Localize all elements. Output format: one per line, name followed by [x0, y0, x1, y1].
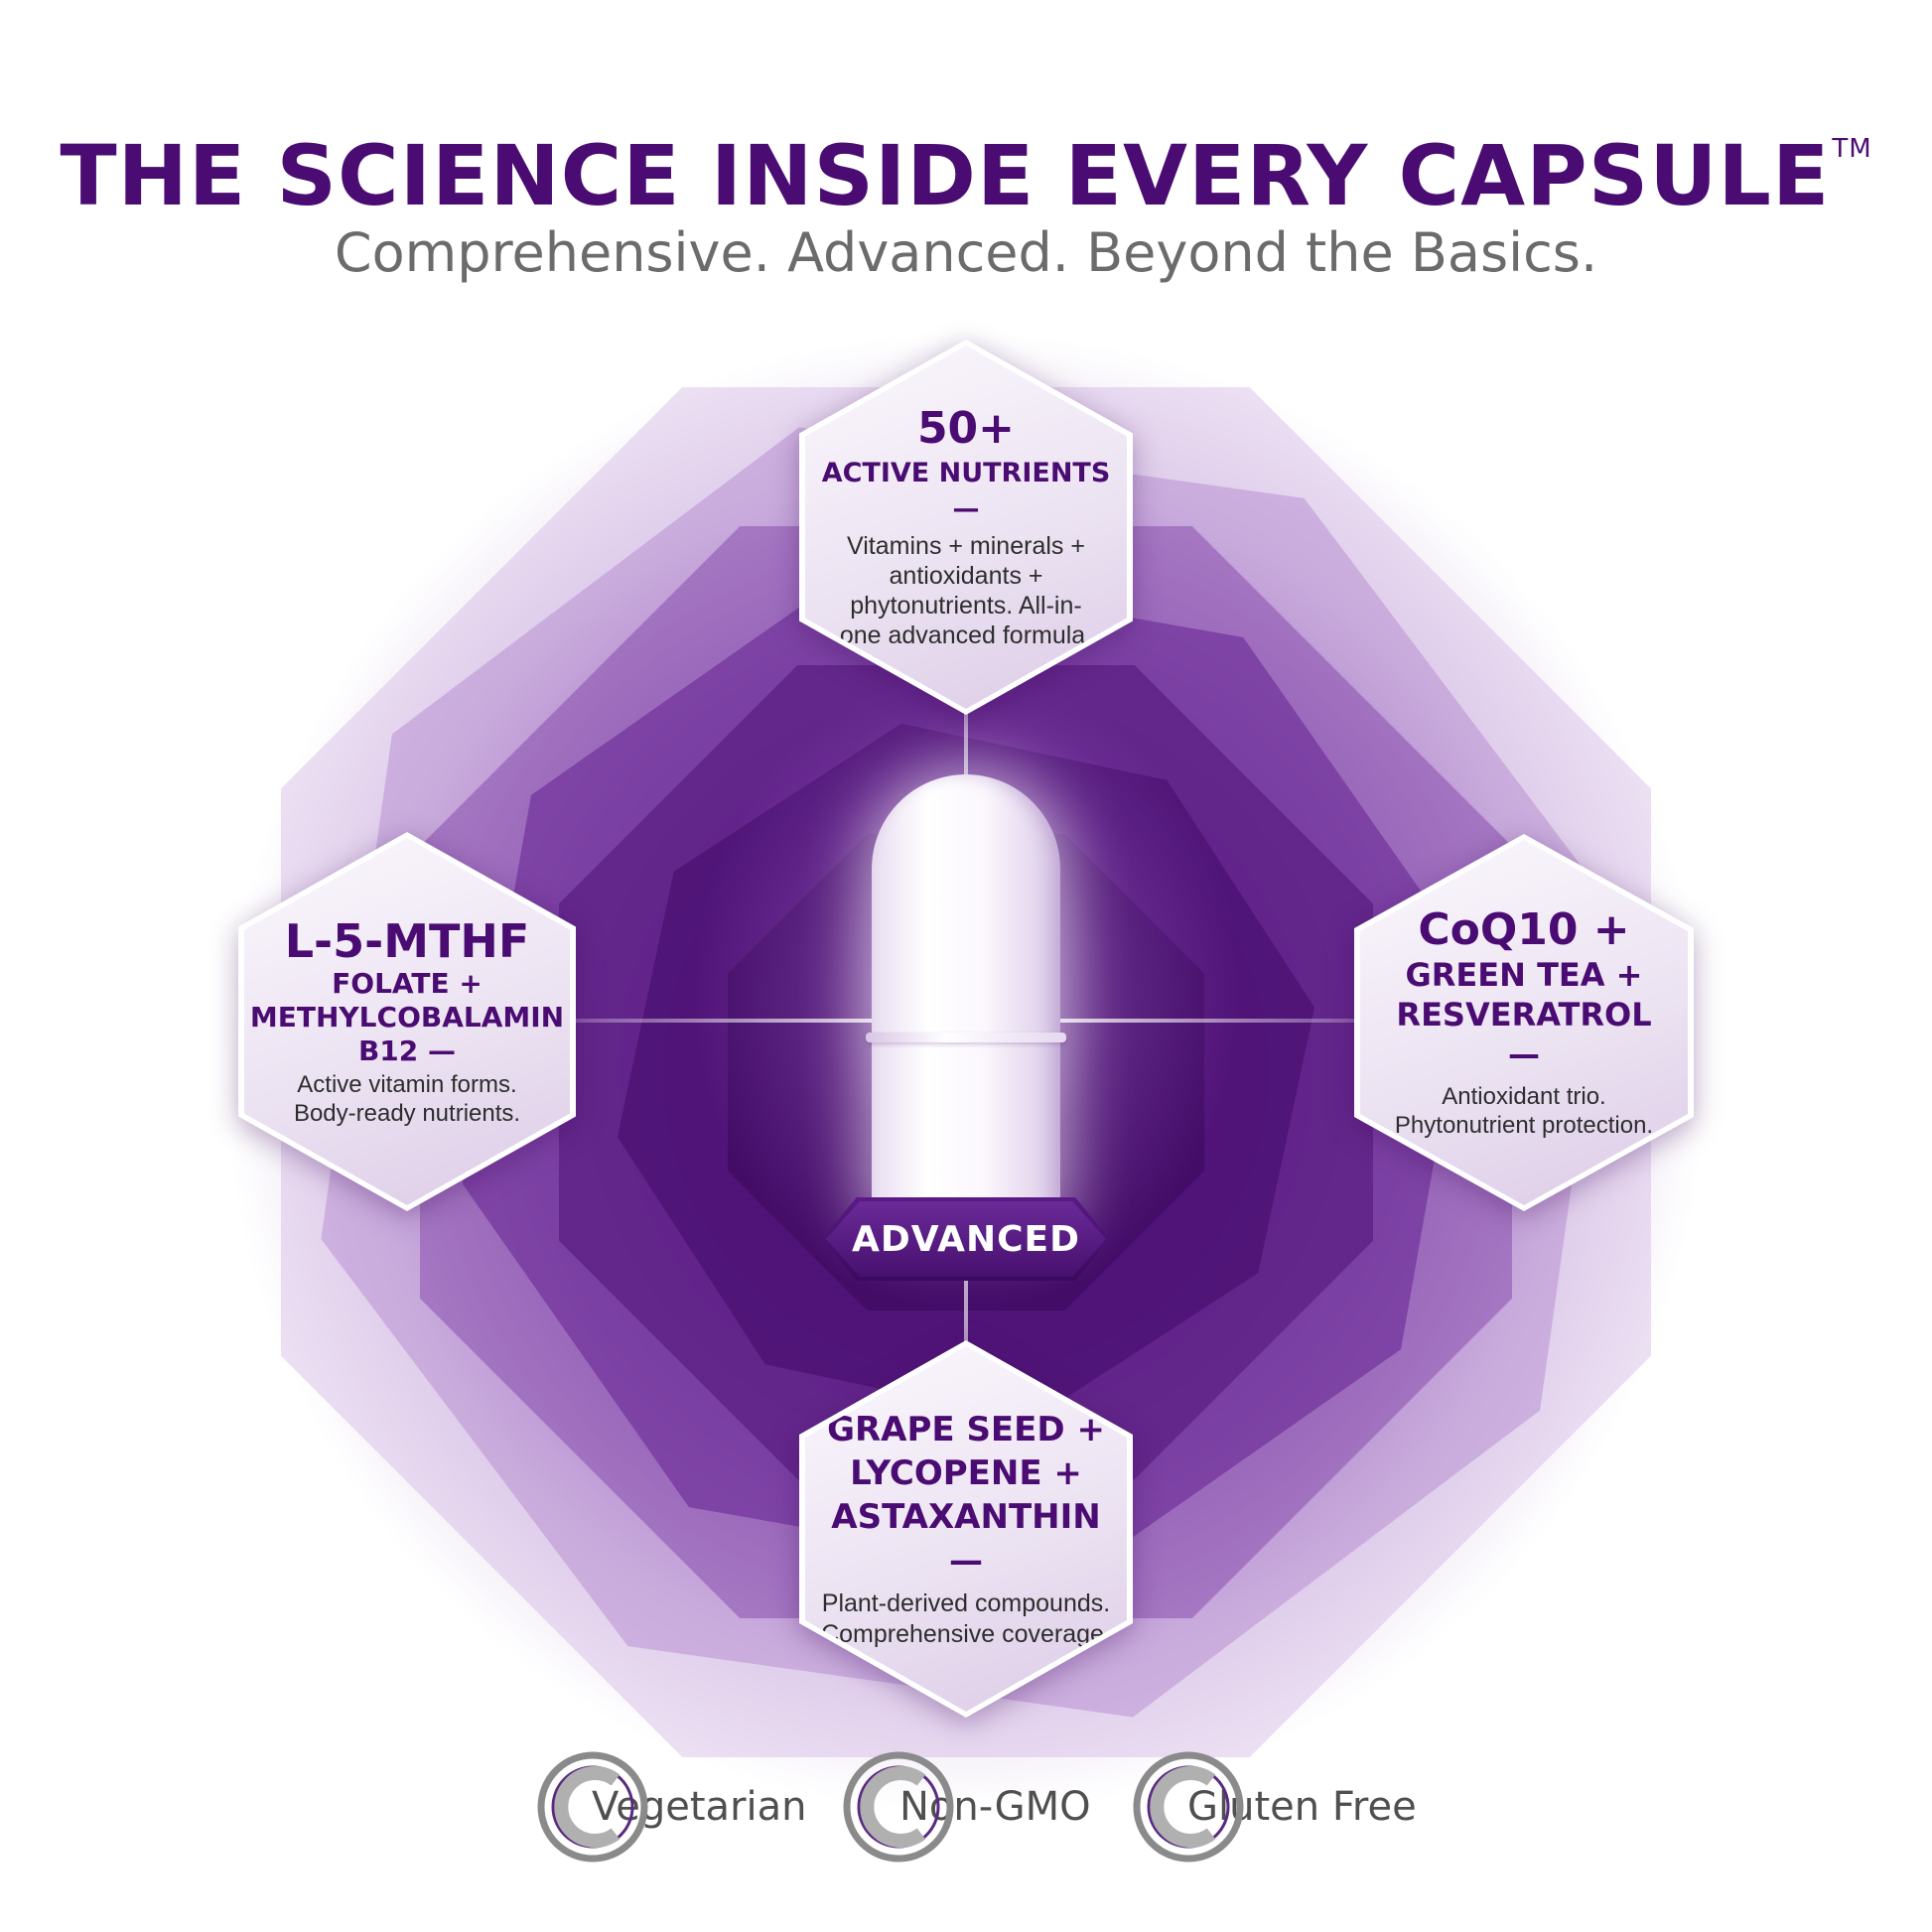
badge-gluten-free: Gluten Free [1132, 1747, 1417, 1866]
card-right-heading: GREEN TEA + RESVERATROL — [1396, 956, 1652, 1073]
card-left-figure: L-5-MTHF [284, 914, 530, 968]
c-ring-icon [842, 1750, 955, 1863]
card-left-heading: FOLATE + METHYLCOBALAMIN B12 — [249, 967, 565, 1067]
certification-badges: Vegetarian Non-GMO Gluten Free [0, 1747, 1932, 1866]
advanced-badge: ADVANCED [822, 1197, 1110, 1281]
capsule-seam [866, 1033, 1066, 1042]
badge-vegetarian: Vegetarian [536, 1747, 806, 1866]
c-ring-icon [1132, 1750, 1245, 1863]
hex-card-left: L-5-MTHF FOLATE + METHYLCOBALAMIN B12 — … [238, 832, 576, 1211]
card-top-heading: ACTIVE NUTRIENTS — [821, 458, 1111, 524]
card-right-figure: CoQ10 + [1418, 904, 1630, 955]
c-ring-icon [536, 1750, 649, 1863]
card-left-body: Active vitamin forms. Body-ready nutrien… [293, 1071, 521, 1127]
card-right-body: Antioxidant trio. Phytonutrient protecti… [1394, 1083, 1654, 1139]
hex-card-bottom: GRAPE SEED + LYCOPENE + ASTAXANTHIN — Pl… [799, 1340, 1133, 1718]
page-subtitle: Comprehensive. Advanced. Beyond the Basi… [334, 221, 1598, 284]
advanced-badge-label: ADVANCED [851, 1218, 1081, 1260]
capsule-icon [872, 774, 1060, 1221]
hex-card-top: 50+ ACTIVE NUTRIENTS — Vitamins + minera… [799, 340, 1133, 715]
card-top-figure: 50+ [916, 403, 1016, 454]
card-bottom-body: Plant-derived compounds. Comprehensive c… [821, 1589, 1111, 1648]
badge-non-gmo: Non-GMO [842, 1747, 1091, 1866]
page-title: THE SCIENCE INSIDE EVERY CAPSULETM [60, 127, 1872, 224]
trademark: TM [1832, 134, 1872, 164]
card-top-body: Vitamins + minerals + antioxidants + phy… [839, 532, 1093, 649]
hex-card-right: CoQ10 + GREEN TEA + RESVERATROL — Antiox… [1354, 834, 1694, 1211]
badge-label: Non-GMO [899, 1784, 1091, 1830]
badge-label: Vegetarian [592, 1784, 807, 1830]
card-bottom-heading: GRAPE SEED + LYCOPENE + ASTAXANTHIN — [827, 1410, 1105, 1581]
